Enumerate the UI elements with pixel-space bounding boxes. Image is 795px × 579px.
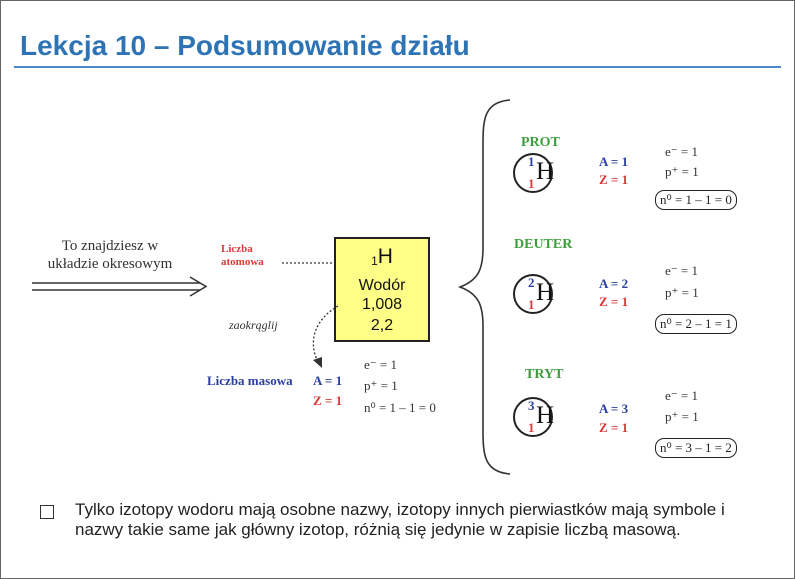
mass-number-label: Liczba masowa	[207, 373, 293, 388]
center-electrons: e⁻ = 1	[364, 357, 397, 372]
double-arrow-icon	[32, 276, 208, 297]
slide-title: Lekcja 10 – Podsumowanie działu	[20, 30, 470, 61]
tile-symbol: 1H	[336, 245, 428, 269]
tryt-Z: Z = 1	[599, 420, 629, 435]
center-protons: p⁺ = 1	[364, 378, 398, 393]
tryt-electrons: e⁻ = 1	[665, 388, 698, 403]
round-label: zaokrąglij	[229, 318, 278, 332]
prot-electrons: e⁻ = 1	[665, 144, 698, 159]
checkbox-bullet-icon	[40, 505, 54, 519]
deuter-protons: p⁺ = 1	[665, 285, 699, 300]
prot-symbol: H	[536, 158, 555, 185]
atomic-number-label-line1: Liczba	[221, 243, 253, 255]
isotope-name-tryt: TRYT	[525, 367, 564, 382]
prot-A: A = 1	[599, 154, 629, 169]
deuter-mass-number: 2	[528, 275, 535, 290]
deuter-neutrons: n⁰ = 2 – 1 = 1	[655, 314, 737, 334]
isotope-name-deuter: DEUTER	[514, 237, 573, 252]
deuter-A: A = 2	[599, 276, 629, 291]
hydrogen-periodic-tile: 1H Wodór 1,008 2,2	[334, 237, 430, 342]
center-atomic-number: Z = 1	[313, 393, 343, 408]
prot-neutrons: n⁰ = 1 – 1 = 0	[655, 190, 737, 210]
caption-line-1: To znajdziesz w	[61, 238, 159, 254]
deuter-symbol: H	[536, 279, 555, 306]
atomic-number-label-line2: atomowa	[221, 256, 264, 268]
tile-element-name: Wodór	[358, 277, 406, 294]
tile-atomic-mass: 1,008	[361, 296, 403, 313]
tryt-atomic-number: 1	[528, 420, 535, 435]
tryt-symbol: H	[536, 402, 555, 429]
footnote-text: Tylko izotopy wodoru mają osobne nazwy, …	[75, 500, 725, 539]
tryt-nucleus-circle	[513, 397, 553, 437]
atomic-number-label: Liczba atomowa	[221, 243, 264, 269]
tile-symbol-letter: H	[377, 245, 393, 268]
deuter-atomic-number: 1	[528, 297, 535, 312]
round-arrow-icon	[312, 305, 339, 368]
curly-brace-icon	[457, 99, 511, 475]
deuter-electrons: e⁻ = 1	[665, 263, 698, 278]
title-underline	[14, 66, 781, 68]
tryt-A: A = 3	[599, 401, 629, 416]
caption-line-2: układzie okresowym	[47, 256, 173, 272]
tryt-neutrons: n⁰ = 3 – 1 = 2	[655, 438, 737, 458]
prot-mass-number: 1	[528, 154, 535, 169]
tryt-mass-number: 3	[528, 398, 535, 413]
tryt-protons: p⁺ = 1	[665, 409, 699, 424]
center-mass-number: A = 1	[313, 373, 343, 388]
deuter-Z: Z = 1	[599, 294, 629, 309]
tile-atomic-number: 1	[371, 254, 378, 268]
prot-protons: p⁺ = 1	[665, 164, 699, 179]
isotope-name-prot: PROT	[521, 135, 560, 150]
center-neutrons: n⁰ = 1 – 1 = 0	[364, 400, 436, 415]
deuter-nucleus-circle	[513, 274, 553, 314]
prot-nucleus-circle	[513, 153, 553, 193]
tile-electronegativity: 2,2	[370, 317, 394, 334]
periodic-table-caption: To znajdziesz w układzie okresowym	[30, 237, 190, 273]
prot-atomic-number: 1	[528, 176, 535, 191]
prot-Z: Z = 1	[599, 172, 629, 187]
